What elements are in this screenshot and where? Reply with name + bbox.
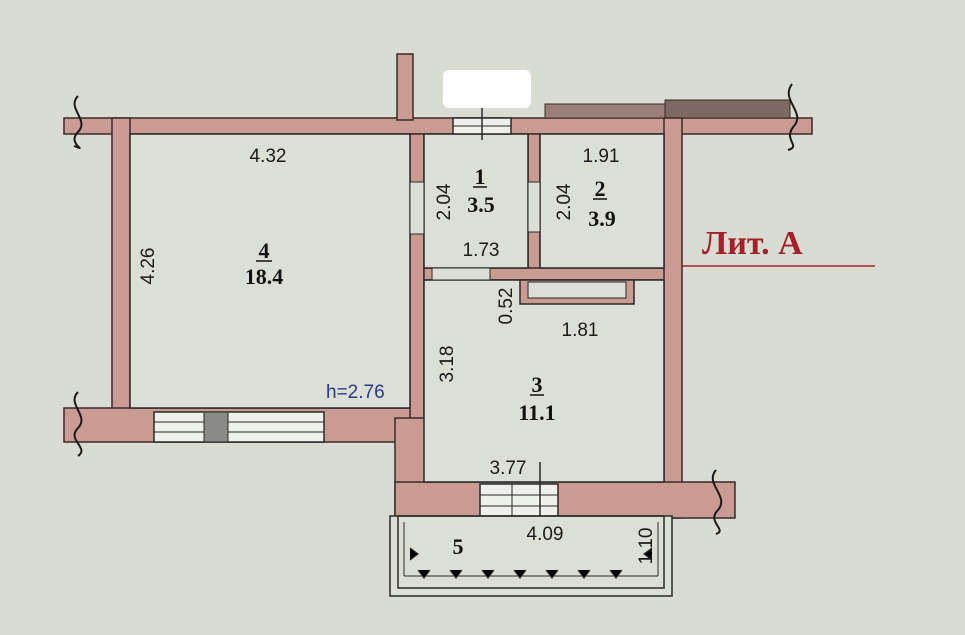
right-wall: [663, 117, 683, 519]
dim-room4-height: 4.26: [138, 248, 159, 285]
room-2-number: 2: [595, 176, 606, 201]
room-3-niche-inner: [527, 281, 627, 299]
room-2-floor: [539, 133, 665, 269]
break-marks: [73, 83, 799, 535]
room-3-area: 11.1: [518, 400, 555, 425]
dim-room1-width: 1.73: [463, 240, 500, 261]
room-3-floor: [423, 279, 665, 483]
room-1-area: 3.5: [467, 192, 495, 217]
dim-balcony-width: 4.09: [527, 524, 564, 545]
room-4-number: 4: [259, 238, 270, 263]
door-room-1-to-3: [431, 267, 491, 281]
room-5-number: 5: [453, 534, 464, 559]
dim-room4-width: 4.32: [250, 146, 287, 167]
bottom-wall-right: [394, 481, 736, 519]
dim-room1-height: 2.04: [434, 183, 455, 220]
window-bottom-left: [153, 411, 325, 443]
door-room-1-to-2: [527, 181, 541, 233]
partition-4-1: [409, 133, 425, 445]
left-wall: [111, 117, 131, 419]
dim-room3-height: 3.18: [437, 346, 458, 383]
label-sticker: [443, 70, 531, 108]
dim-room3-niche: 1.81: [562, 320, 599, 341]
door-room-4-to-1: [409, 181, 425, 235]
window-top: [452, 108, 512, 140]
balcony: [389, 515, 673, 597]
room-4-floor: [129, 133, 411, 409]
dim-room2-height: 2.04: [554, 183, 575, 220]
balcony-door: [479, 462, 559, 530]
ceiling-height: h=2.76: [326, 382, 385, 403]
room-3-number: 3: [532, 372, 543, 397]
dim-room3-width: 3.77: [490, 458, 527, 479]
top-wall: [63, 117, 813, 135]
dim-room2-width: 1.91: [583, 146, 620, 167]
room-4-area: 18.4: [245, 264, 284, 289]
top-wall-strip: [544, 103, 666, 119]
room-2-area: 3.9: [588, 206, 616, 231]
room-1-number: 1: [475, 164, 486, 189]
top-wall-strip-dark: [664, 99, 791, 119]
dim-room3-top-gap: 0.52: [496, 288, 517, 325]
vent-stub: [396, 53, 414, 121]
title-lit-a: Лит. А: [702, 225, 803, 262]
dim-balcony-depth: 1.10: [636, 528, 657, 565]
